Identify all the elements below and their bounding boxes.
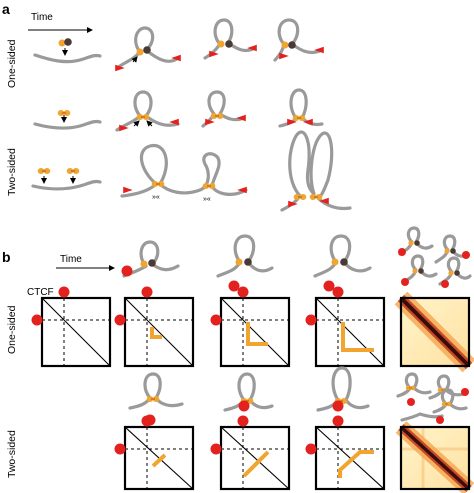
a-one-sided-step-4 [273, 18, 324, 62]
b-two-sided-step-1 [128, 372, 184, 426]
a-two-sided-step-4 [278, 88, 324, 128]
b-one-sided-ensemble [398, 226, 472, 288]
b-two-sided-contact-map [395, 421, 474, 493]
row-label-b-two-sided: Two-sided [6, 430, 18, 478]
row-label-a-two-sided: Two-sided [6, 148, 18, 196]
b-one-sided-matrix-2 [114, 286, 195, 368]
b-one-sided-matrix-3 [210, 286, 291, 368]
b-one-sided-step-1 [121, 240, 180, 278]
b-one-sided-matrix-1 [31, 286, 112, 368]
time-arrow-b: Time [56, 254, 115, 271]
ctcf-label: CTCF [27, 287, 54, 298]
a-two-sided-step-2 [115, 90, 180, 132]
b-two-sided-step-3 [316, 366, 370, 412]
panel-a-label: a [2, 1, 10, 17]
a-direction-mark-2: »« [203, 196, 211, 203]
b-one-sided-step-2 [216, 234, 274, 292]
b-one-sided-matrix-4 [305, 286, 386, 368]
a-two-sided-row2-step-1 [31, 167, 102, 191]
b-one-sided-contact-map [394, 291, 474, 373]
a-one-sided-step-1 [33, 38, 102, 64]
a-one-sided-step-3 [203, 18, 257, 60]
time-label-b: Time [60, 254, 82, 265]
time-arrow-a: Time [28, 12, 93, 33]
b-two-sided-matrix-1 [114, 415, 195, 491]
panel-b-label: b [2, 249, 11, 265]
row-label-b-one-sided: One-sided [6, 305, 18, 354]
a-two-sided-step-1 [33, 109, 102, 130]
a-one-sided-step-2 [115, 26, 181, 72]
b-two-sided-matrix-3 [305, 415, 386, 491]
a-two-sided-step-3 [201, 90, 246, 128]
b-one-sided-step-3 [313, 234, 372, 292]
time-label-a: Time [31, 12, 53, 23]
b-two-sided-matrix-2 [210, 415, 291, 491]
a-two-sided-row2-step-3 [280, 130, 352, 212]
a-two-sided-row2-step-2: »« »« [120, 144, 248, 203]
row-label-a-one-sided: One-sided [6, 39, 18, 88]
b-two-sided-step-2 [223, 372, 274, 412]
b-two-sided-ensemble [396, 372, 469, 424]
a-direction-mark-1: »« [152, 194, 160, 201]
